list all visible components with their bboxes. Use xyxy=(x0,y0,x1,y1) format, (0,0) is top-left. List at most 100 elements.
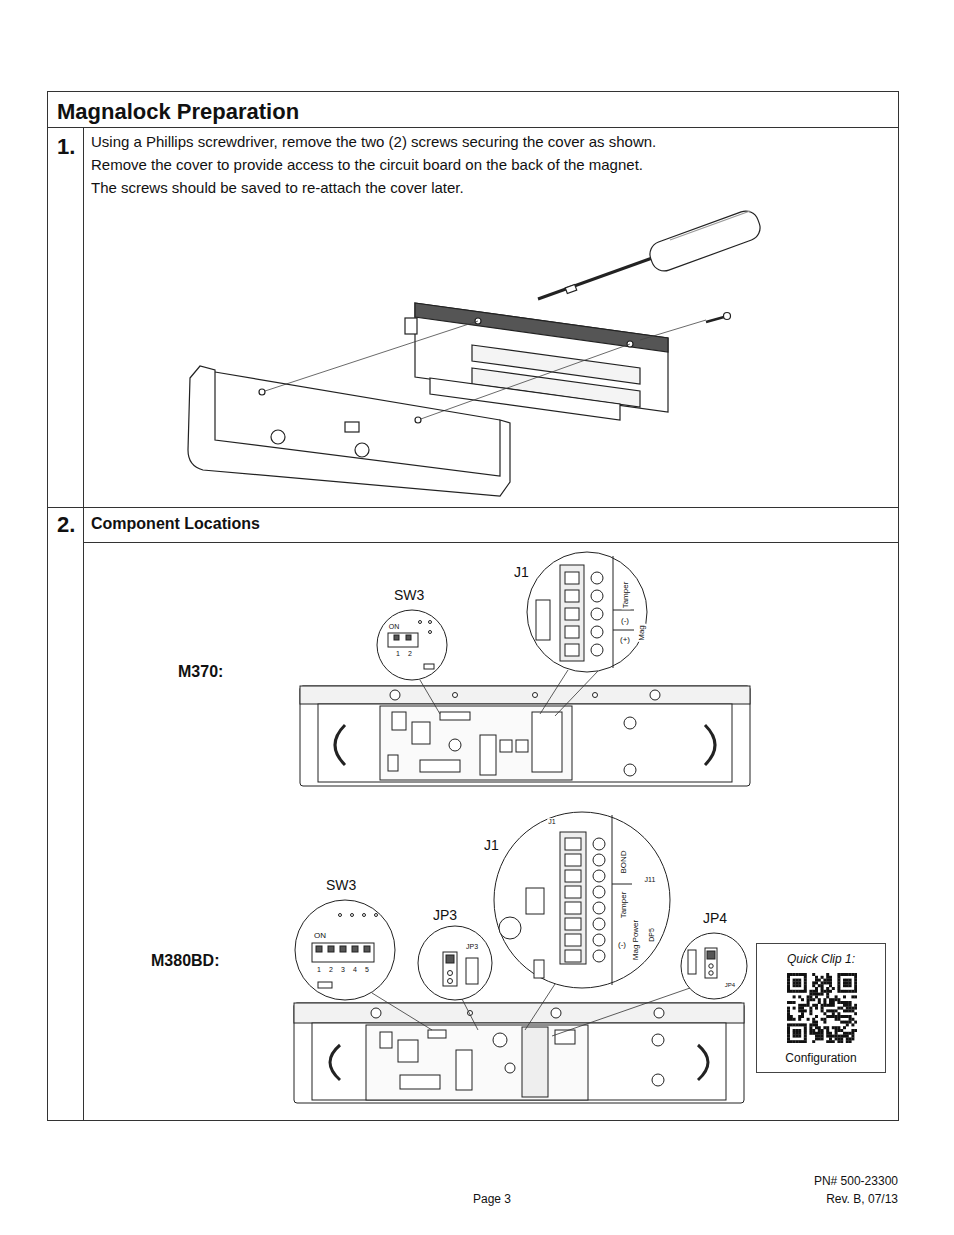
qr-module xyxy=(837,1029,840,1032)
qr-module xyxy=(787,1032,790,1035)
cover xyxy=(259,389,265,395)
qr-module xyxy=(787,1009,790,1012)
m380bd-jp4-zoom xyxy=(707,951,715,959)
qr-module xyxy=(823,990,826,993)
qr-module xyxy=(809,1032,812,1035)
qr-module xyxy=(837,979,840,982)
qr-code xyxy=(787,973,857,1043)
qr-module xyxy=(812,990,815,993)
m380bd-magnet-back xyxy=(398,1040,418,1062)
qr-module xyxy=(818,1029,821,1032)
qr-module xyxy=(832,1012,835,1015)
qr-module xyxy=(826,990,829,993)
qr-module xyxy=(801,998,804,1001)
qr-module xyxy=(807,1001,810,1004)
qr-module xyxy=(818,998,821,1001)
component-label: (+) xyxy=(619,636,631,645)
qr-module xyxy=(826,1032,829,1035)
qr-module xyxy=(787,1007,790,1010)
qr-module xyxy=(798,1007,801,1010)
m380bd-magnet-back xyxy=(551,1008,561,1018)
qr-module xyxy=(809,1009,812,1012)
m380bd-j1-zoom xyxy=(494,812,670,988)
qr-module xyxy=(821,1007,824,1010)
qr-module xyxy=(815,1004,818,1007)
qr-module xyxy=(826,979,829,982)
m380bd-jp3-zoom xyxy=(418,926,492,1000)
qr-module xyxy=(843,990,846,993)
m380bd-jp4-zoom xyxy=(709,964,713,968)
screwdriver xyxy=(538,257,655,299)
m370-j1-zoom xyxy=(591,608,603,620)
qr-module xyxy=(843,1001,846,1004)
m380bd-sw3-zoom xyxy=(295,900,395,1000)
qr-module xyxy=(793,990,796,993)
qr-module xyxy=(843,979,846,982)
qr-module xyxy=(843,981,846,984)
qr-module xyxy=(849,1001,852,1004)
qr-module xyxy=(837,1026,840,1029)
component-label: (-) xyxy=(617,941,627,950)
qr-module xyxy=(821,1018,824,1021)
qr-module xyxy=(837,976,840,979)
table-frame xyxy=(48,92,899,1121)
qr-module xyxy=(807,1004,810,1007)
qr-module xyxy=(840,973,843,976)
qr-module xyxy=(821,1032,824,1035)
qr-module xyxy=(849,1018,852,1021)
component-label: J11 xyxy=(644,876,657,884)
step-text: Quick Clip 1: xyxy=(757,953,885,966)
m370-magnet-back xyxy=(335,725,345,765)
qr-module xyxy=(854,1029,857,1032)
qr-module xyxy=(832,1015,835,1018)
qr-module xyxy=(840,1001,843,1004)
m370-magnet-back xyxy=(390,690,400,700)
qr-module xyxy=(804,981,807,984)
qr-module xyxy=(823,998,826,1001)
qr-module xyxy=(846,1037,849,1040)
qr-module xyxy=(787,987,790,990)
qr-module xyxy=(826,1035,829,1038)
qr-module xyxy=(832,987,835,990)
screw-guide-lines xyxy=(262,320,706,420)
qr-module xyxy=(835,1032,838,1035)
qr-module xyxy=(793,1040,796,1043)
qr-module xyxy=(798,1004,801,1007)
qr-module xyxy=(826,987,829,990)
m370-magnet-back xyxy=(420,760,460,772)
qr-module xyxy=(804,1009,807,1012)
qr-module xyxy=(818,1035,821,1038)
m380bd-leader-lines xyxy=(525,984,555,1030)
qr-module xyxy=(829,990,832,993)
qr-module xyxy=(798,1009,801,1012)
qr-module xyxy=(826,1040,829,1043)
qr-module xyxy=(807,998,810,1001)
qr-module xyxy=(812,1023,815,1026)
qr-module xyxy=(801,1007,804,1010)
qr-module xyxy=(798,979,801,982)
qr-module xyxy=(854,976,857,979)
qr-module xyxy=(837,990,840,993)
qr-module xyxy=(829,976,832,979)
cover xyxy=(355,443,369,457)
qr-module xyxy=(854,1004,857,1007)
m380bd-j1-zoom xyxy=(526,888,544,914)
qr-module xyxy=(829,1032,832,1035)
qr-module xyxy=(804,1026,807,1029)
qr-module xyxy=(829,1015,832,1018)
qr-module xyxy=(829,998,832,1001)
qr-module xyxy=(815,1035,818,1038)
m370-j1-zoom xyxy=(613,556,614,668)
qr-module xyxy=(846,981,849,984)
qr-module xyxy=(787,981,790,984)
qr-module xyxy=(846,1032,849,1035)
m370-j1-zoom xyxy=(527,552,647,672)
qr-module xyxy=(793,1032,796,1035)
qr-module xyxy=(826,976,829,979)
qr-module xyxy=(798,981,801,984)
qr-module xyxy=(804,1035,807,1038)
m380bd-magnet-back xyxy=(493,1033,507,1047)
qr-module xyxy=(837,1018,840,1021)
qr-module xyxy=(804,1037,807,1040)
m370-j1-zoom xyxy=(591,590,603,602)
